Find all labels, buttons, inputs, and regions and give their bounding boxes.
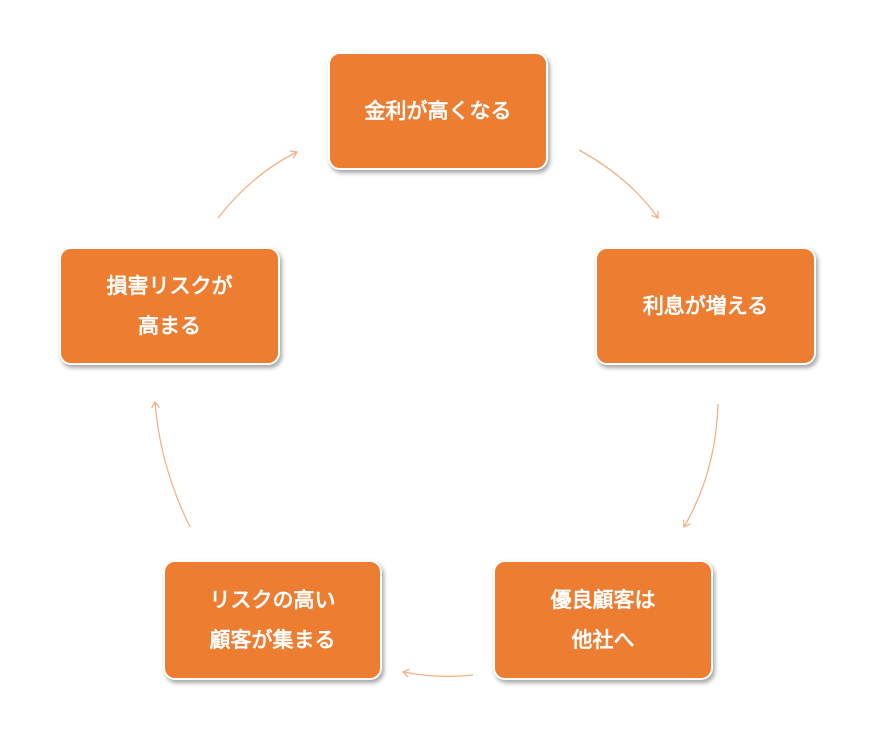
node-good-customers-leave: 優良顧客は 他社へ [493,560,713,680]
node-label-line-1: 損害リスクが [106,274,233,298]
arrow-top-to-right [578,149,659,219]
arrow-left-to-top [217,150,299,219]
node-label-line-2: 高まる [138,314,201,338]
node-label-line-1: リスクの高い [209,588,336,612]
node-loss-risk-increases: 損害リスクが 高まる [59,247,280,365]
node-label: 金利が高くなる [364,99,512,123]
node-high-risk-customers-gather: リスクの高い 顧客が集まる [163,560,382,680]
arrow-bottom-right-to-bottom-left [401,668,474,678]
node-high-interest-rate: 金利が高くなる [328,52,548,170]
node-label-line-1: 優良顧客は [550,588,656,612]
arrow-right-to-bottom-right [682,403,719,529]
node-label-line-2: 他社へ [571,628,635,652]
arrow-bottom-left-to-left [150,400,191,528]
node-label: 利息が増える [642,294,769,318]
node-interest-increase: 利息が増える [595,247,816,365]
node-label-line-2: 顧客が集まる [209,628,336,652]
